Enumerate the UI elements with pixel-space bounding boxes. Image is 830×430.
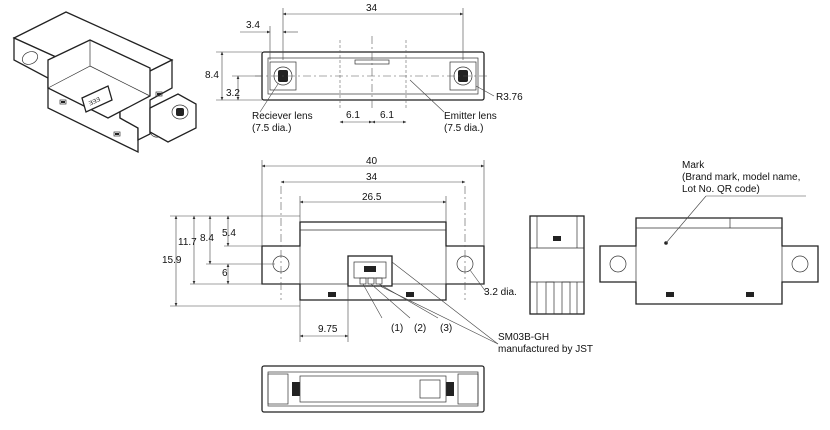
emitter-lens-size: (7.5 dia.) <box>444 123 483 134</box>
dim-40: 40 <box>366 156 378 167</box>
pin-1-label: (1) <box>391 323 403 334</box>
dim-front-34: 34 <box>366 172 378 183</box>
radius-label: R3.76 <box>496 92 523 103</box>
mark-line-2: Lot No. QR code) <box>682 184 760 195</box>
pin-3-label: (3) <box>440 323 452 334</box>
svg-text:ƎƎƎ: ƎƎƎ <box>88 97 101 108</box>
bottom-view <box>261 365 485 413</box>
front-view <box>170 160 499 345</box>
pin-2-label: (2) <box>414 323 426 334</box>
connector-model-label: SM03B-GH <box>498 332 549 343</box>
connector-maker-label: manufactured by JST <box>498 344 593 355</box>
dim-15-9: 15.9 <box>162 255 182 266</box>
mark-title: Mark <box>682 160 705 171</box>
hole-dia-label: 3.2 dia. <box>484 287 517 298</box>
dim-26-5: 26.5 <box>362 192 382 203</box>
isometric-view: ƎƎƎ <box>12 11 197 154</box>
dim-3-2: 3.2 <box>226 88 240 99</box>
dim-6-1-left: 6.1 <box>346 110 360 121</box>
emitter-lens-label: Emitter lens <box>444 111 497 122</box>
top-view <box>216 8 495 124</box>
dimension-labels: 34 3.4 8.4 3.2 6.1 6.1 Reciever lens (7.… <box>162 3 800 355</box>
dim-9-75: 9.75 <box>318 324 338 335</box>
dim-11-7: 11.7 <box>178 237 197 248</box>
mark-line-1: (Brand mark, model name, <box>682 172 800 183</box>
dim-6-1-right: 6.1 <box>380 110 394 121</box>
dim-8-4-front: 8.4 <box>200 233 214 244</box>
dim-6: 6 <box>222 268 228 279</box>
dim-5-4: 5.4 <box>222 228 236 239</box>
dim-8-4-top: 8.4 <box>205 70 219 81</box>
rear-view <box>599 195 819 305</box>
side-view <box>529 215 585 315</box>
receiver-lens-size: (7.5 dia.) <box>252 123 291 134</box>
receiver-lens-label: Reciever lens <box>252 111 313 122</box>
dim-3-4: 3.4 <box>246 20 260 31</box>
dim-top-34: 34 <box>366 3 378 14</box>
